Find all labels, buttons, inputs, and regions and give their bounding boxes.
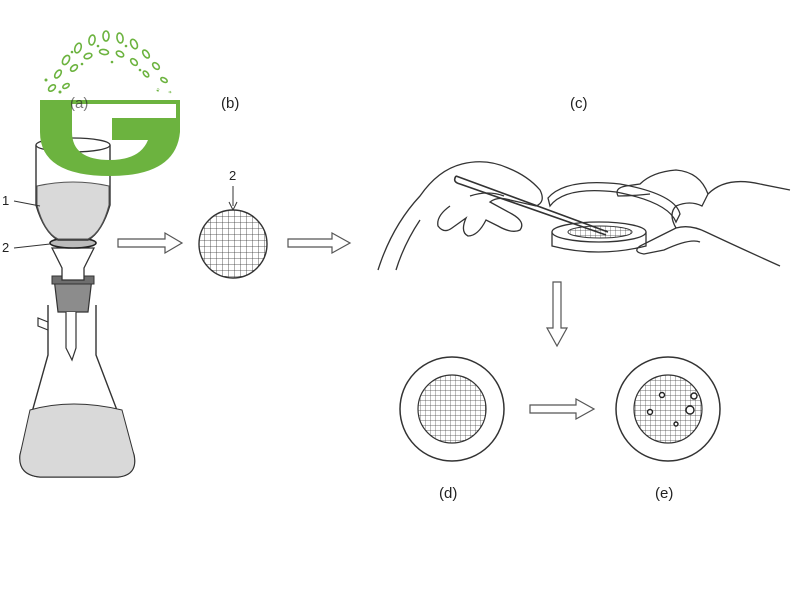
left-hand	[377, 161, 543, 271]
marker-funnel-number: 1	[2, 193, 10, 208]
callout-2-line	[13, 243, 51, 249]
leaf-ring-logo	[40, 30, 180, 176]
arrow-b-to-c	[287, 231, 352, 255]
flask-side-arm	[37, 317, 49, 331]
membrane-filter-grid	[198, 209, 268, 279]
membrane-on-plate-e	[633, 374, 703, 444]
funnel-stem	[65, 312, 77, 362]
panel-label-a: (a)	[70, 95, 89, 112]
logo-letter-g	[40, 102, 180, 176]
funnel-base	[50, 247, 96, 281]
arrow-c-to-d	[545, 281, 569, 348]
membrane-on-plate-d	[417, 374, 487, 444]
petri-dish-lid	[547, 181, 681, 224]
marker-membrane-number: 2	[2, 240, 10, 255]
callout-1-line	[13, 200, 41, 207]
logo-brand-text: GIA HOÀNG	[124, 88, 185, 99]
marker-membrane-number-b: 2	[229, 168, 237, 183]
panel-label-e: (e)	[655, 485, 674, 502]
arrow-d-to-e	[529, 397, 596, 421]
panel-label-b: (b)	[221, 95, 240, 112]
flask-liquid	[19, 403, 136, 478]
plate-membrane	[567, 225, 633, 239]
panel-label-d: (d)	[439, 485, 458, 502]
panel-label-c: (c)	[570, 95, 588, 112]
arrow-a-to-b	[117, 231, 184, 255]
filtration-apparatus	[13, 137, 136, 478]
transfer-scene	[377, 161, 791, 271]
funnel-sample	[36, 181, 110, 240]
bacterial-colonies	[646, 391, 698, 427]
right-hand	[616, 169, 791, 267]
